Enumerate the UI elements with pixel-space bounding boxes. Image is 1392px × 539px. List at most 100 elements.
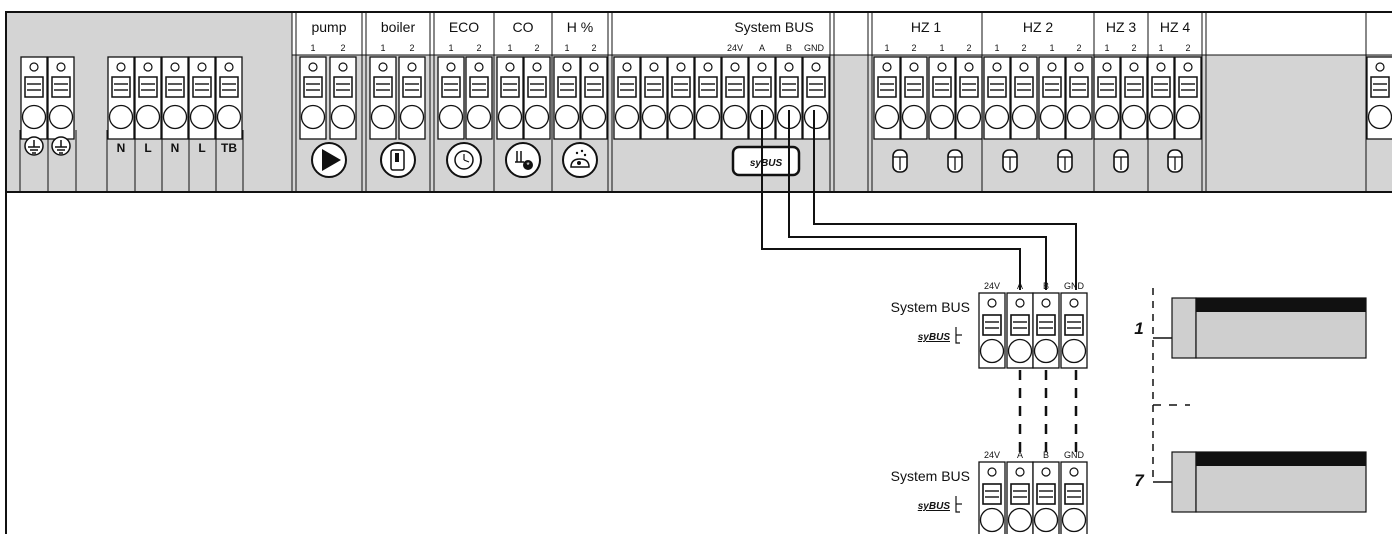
module-logo-tick	[955, 496, 960, 513]
device-bracket	[1152, 288, 1190, 483]
valve-icon	[1167, 149, 1183, 173]
module-sybus-logo: syBUS	[918, 332, 951, 343]
module-link-dashes	[1018, 370, 1078, 458]
module-terminal	[978, 292, 1006, 369]
top-terminal	[580, 56, 608, 140]
module-terminal	[1032, 461, 1060, 538]
pin-number-1: 1	[994, 43, 999, 53]
mains-label-l2: L	[198, 141, 205, 155]
boiler-icon	[380, 142, 416, 178]
top-terminal	[1147, 56, 1175, 140]
valve-icon	[1057, 149, 1073, 173]
lower-dividers	[19, 130, 244, 192]
top-terminal	[215, 56, 243, 140]
valve-icon	[947, 149, 963, 173]
top-bus-pin-24v: 24V	[727, 43, 743, 53]
top-bus-pin-gnd: GND	[804, 43, 825, 53]
mains-label-n1: N	[117, 141, 126, 155]
pin-number-1: 1	[310, 43, 315, 53]
module-pin-label: GND	[1064, 281, 1085, 291]
pin-number-1: 1	[884, 43, 889, 53]
top-terminal	[900, 56, 928, 140]
co-heat-cool-icon: *	[505, 142, 541, 178]
top-terminal	[1093, 56, 1121, 140]
label-boiler: boiler	[381, 19, 416, 35]
pin-number-2: 2	[340, 43, 345, 53]
top-terminal	[553, 56, 581, 140]
module-logo-tick	[955, 327, 960, 344]
pin-number-2: 2	[1021, 43, 1026, 53]
top-terminal	[928, 56, 956, 140]
pump-icon	[311, 142, 347, 178]
top-terminal	[523, 56, 551, 140]
pin-number-1: 1	[564, 43, 569, 53]
pin-number-1: 1	[939, 43, 944, 53]
pin-number-2: 2	[1131, 43, 1136, 53]
label-hz1: HZ 1	[911, 19, 942, 35]
top-terminal	[107, 56, 135, 140]
top-terminal	[694, 56, 722, 140]
module-pin-label: GND	[1064, 450, 1085, 460]
pin-number-2: 2	[911, 43, 916, 53]
pin-number-2: 2	[409, 43, 414, 53]
top-bus-pin-a: A	[759, 43, 765, 53]
top-terminal	[613, 56, 641, 140]
pin-number-1: 1	[507, 43, 512, 53]
top-bus-pin-b: B	[786, 43, 792, 53]
top-terminal	[721, 56, 749, 140]
sybus-badge-text: syBUS	[750, 158, 783, 169]
top-terminal	[1038, 56, 1066, 140]
label-pump: pump	[311, 19, 346, 35]
module-terminal	[1060, 292, 1088, 369]
top-terminal	[1366, 56, 1392, 140]
module-pin-label: A	[1017, 450, 1023, 460]
top-terminal	[20, 56, 48, 140]
top-terminal	[802, 56, 830, 140]
module-pin-label: A	[1017, 281, 1023, 291]
eco-clock-icon	[446, 142, 482, 178]
module-label: System BUS	[891, 468, 970, 484]
humidity-icon	[562, 142, 598, 178]
valve-icons	[892, 149, 1183, 173]
valve-icon	[1002, 149, 1018, 173]
module-label: System BUS	[891, 299, 970, 315]
thermostat-device-7	[1171, 451, 1367, 513]
label-hz3: HZ 3	[1106, 19, 1137, 35]
device-number-7: 7	[1134, 471, 1145, 490]
module-terminal	[1006, 292, 1034, 369]
pin-number-1: 1	[1049, 43, 1054, 53]
module-terminal	[978, 461, 1006, 538]
top-terminal	[873, 56, 901, 140]
label-humidity: H %	[567, 19, 593, 35]
earth-icon	[51, 136, 71, 156]
top-terminal	[47, 56, 75, 140]
top-terminal	[465, 56, 493, 140]
top-bus-pin-labels: 24V A B GND	[727, 43, 825, 53]
mains-label-tb: TB	[221, 141, 237, 155]
pin-number-2: 2	[534, 43, 539, 53]
pin-number-2: 2	[591, 43, 596, 53]
top-terminal	[1010, 56, 1038, 140]
bus-wires	[761, 110, 1077, 290]
top-terminal	[1174, 56, 1202, 140]
mains-label-l1: L	[144, 141, 151, 155]
top-terminal	[1120, 56, 1148, 140]
label-eco: ECO	[449, 19, 479, 35]
top-terminal	[667, 56, 695, 140]
top-terminal	[437, 56, 465, 140]
module-terminal	[1060, 461, 1088, 538]
valve-icon	[1113, 149, 1129, 173]
label-hz2: HZ 2	[1023, 19, 1054, 35]
top-terminal	[134, 56, 162, 140]
label-co: CO	[513, 19, 534, 35]
top-terminal	[640, 56, 668, 140]
wire-a	[761, 110, 1021, 290]
pin-number-2: 2	[476, 43, 481, 53]
label-system-bus: System BUS	[734, 19, 813, 35]
top-terminal	[329, 56, 357, 140]
top-terminal	[299, 56, 327, 140]
module-pin-label: B	[1043, 450, 1049, 460]
